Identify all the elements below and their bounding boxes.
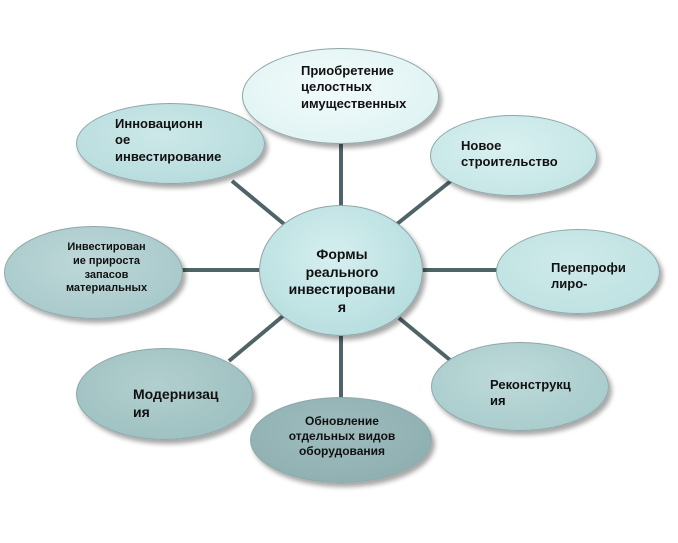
connector-upleft xyxy=(230,179,286,226)
connector-upright xyxy=(395,178,454,226)
node-label: Приобретение целостных имущественных xyxy=(301,63,407,111)
node-upleft: Инновационн ое инвестирование xyxy=(76,103,265,184)
node-label: Реконструкц ия xyxy=(490,377,571,409)
node-label: Инвестирован ие прироста запасов материа… xyxy=(65,241,148,295)
node-lowright: Реконструкц ия xyxy=(431,342,609,431)
center-label: Формы реального инвестировани я xyxy=(288,246,396,315)
node-bottom: Обновление отдельных видов оборудования xyxy=(250,397,432,483)
connector-lowleft xyxy=(227,314,285,363)
node-label: Модернизац ия xyxy=(133,386,219,420)
node-upright: Новое строительство xyxy=(430,115,597,196)
node-label: Новое строительство xyxy=(461,138,558,170)
node-label: Инновационн ое инвестирование xyxy=(115,116,222,164)
node-label: Обновление отдельных видов оборудования xyxy=(288,414,396,458)
node-lowleft: Модернизац ия xyxy=(76,348,253,440)
node-left: Инвестирован ие прироста запасов материа… xyxy=(4,226,183,319)
node-top: Приобретение целостных имущественных xyxy=(242,48,439,144)
node-right: Перепрофи лиро- xyxy=(496,229,660,314)
connector-lowright xyxy=(397,316,452,362)
node-center: Формы реального инвестировани я xyxy=(259,205,423,336)
node-label: Перепрофи лиро- xyxy=(551,260,626,292)
